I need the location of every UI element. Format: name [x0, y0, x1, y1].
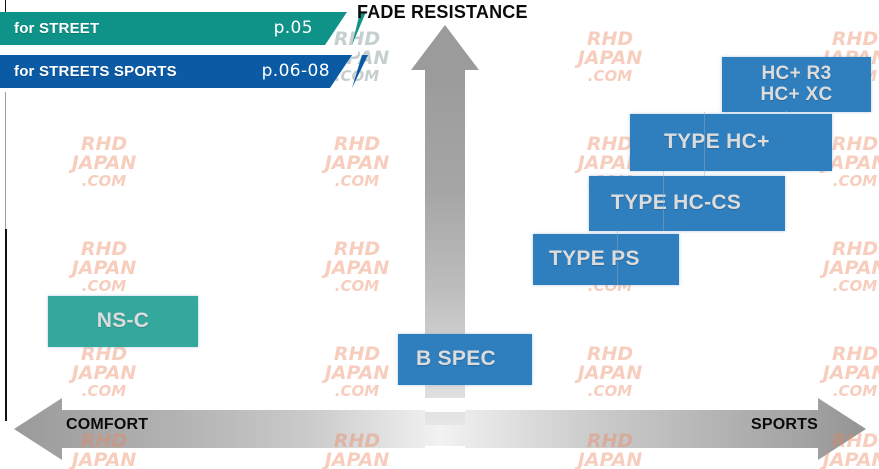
guide-line-3 — [617, 230, 618, 286]
legend-banner-sports-sliver — [352, 55, 368, 88]
product-box-b-spec[interactable]: B SPEC — [398, 334, 532, 385]
left-border-rule-middle — [5, 92, 6, 230]
axis-label-sports: SPORTS — [751, 416, 818, 433]
product-box-type-hc-plus[interactable]: TYPE HC+ — [630, 114, 832, 171]
y-axis-arrowhead — [411, 25, 479, 70]
axis-crossing-notch-top — [425, 398, 465, 412]
axis-label-comfort: COMFORT — [66, 416, 149, 433]
axis-crossing-notch-bottom — [425, 446, 465, 462]
guide-line-2 — [663, 171, 664, 231]
product-box-type-hc-cs[interactable]: TYPE HC-CS — [589, 176, 785, 231]
product-box-label: TYPE HC+ — [664, 130, 770, 154]
left-border-rule-bottom — [5, 229, 7, 421]
product-box-label: TYPE PS — [549, 247, 640, 271]
legend-banner-page: p.05 — [273, 18, 313, 38]
product-box-label: NS-C — [96, 309, 150, 333]
legend-banner-label: for STREET — [14, 20, 100, 37]
product-box-hc-plus-r3-xc[interactable]: HC+ R3 HC+ XC — [722, 57, 871, 112]
legend-banner-page: p.06-08 — [261, 61, 330, 81]
product-box-ns-c[interactable]: NS-C — [48, 296, 198, 347]
legend-banner-for-street[interactable]: for STREET p.05 — [0, 12, 347, 45]
guide-line-4 — [786, 110, 787, 113]
product-box-label: TYPE HC-CS — [611, 191, 742, 215]
page-title: FADE RESISTANCE — [357, 2, 528, 22]
product-box-type-ps[interactable]: TYPE PS — [533, 234, 679, 285]
legend-banner-label: for STREETS SPORTS — [14, 63, 177, 80]
product-box-label: HC+ R3 HC+ XC — [760, 62, 833, 105]
legend-banner-for-streets-sports[interactable]: for STREETS SPORTS p.06-08 — [0, 55, 352, 88]
guide-line-1 — [704, 112, 705, 176]
left-border-rule-top — [5, 0, 6, 12]
product-box-label: B SPEC — [416, 347, 496, 371]
legend-banner-separator — [0, 45, 358, 55]
